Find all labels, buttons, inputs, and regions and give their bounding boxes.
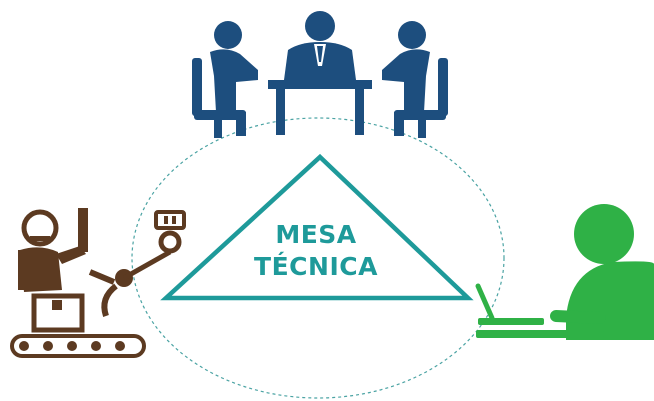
meeting-table-icon [192,11,448,138]
title-line-2: TÉCNICA [254,252,378,281]
title-line-1: MESA [275,220,356,249]
worker-with-robot-arm-icon [10,208,186,358]
central-triangle [160,153,474,301]
person-at-laptop-icon [475,204,654,340]
dashed-circle [131,117,505,399]
